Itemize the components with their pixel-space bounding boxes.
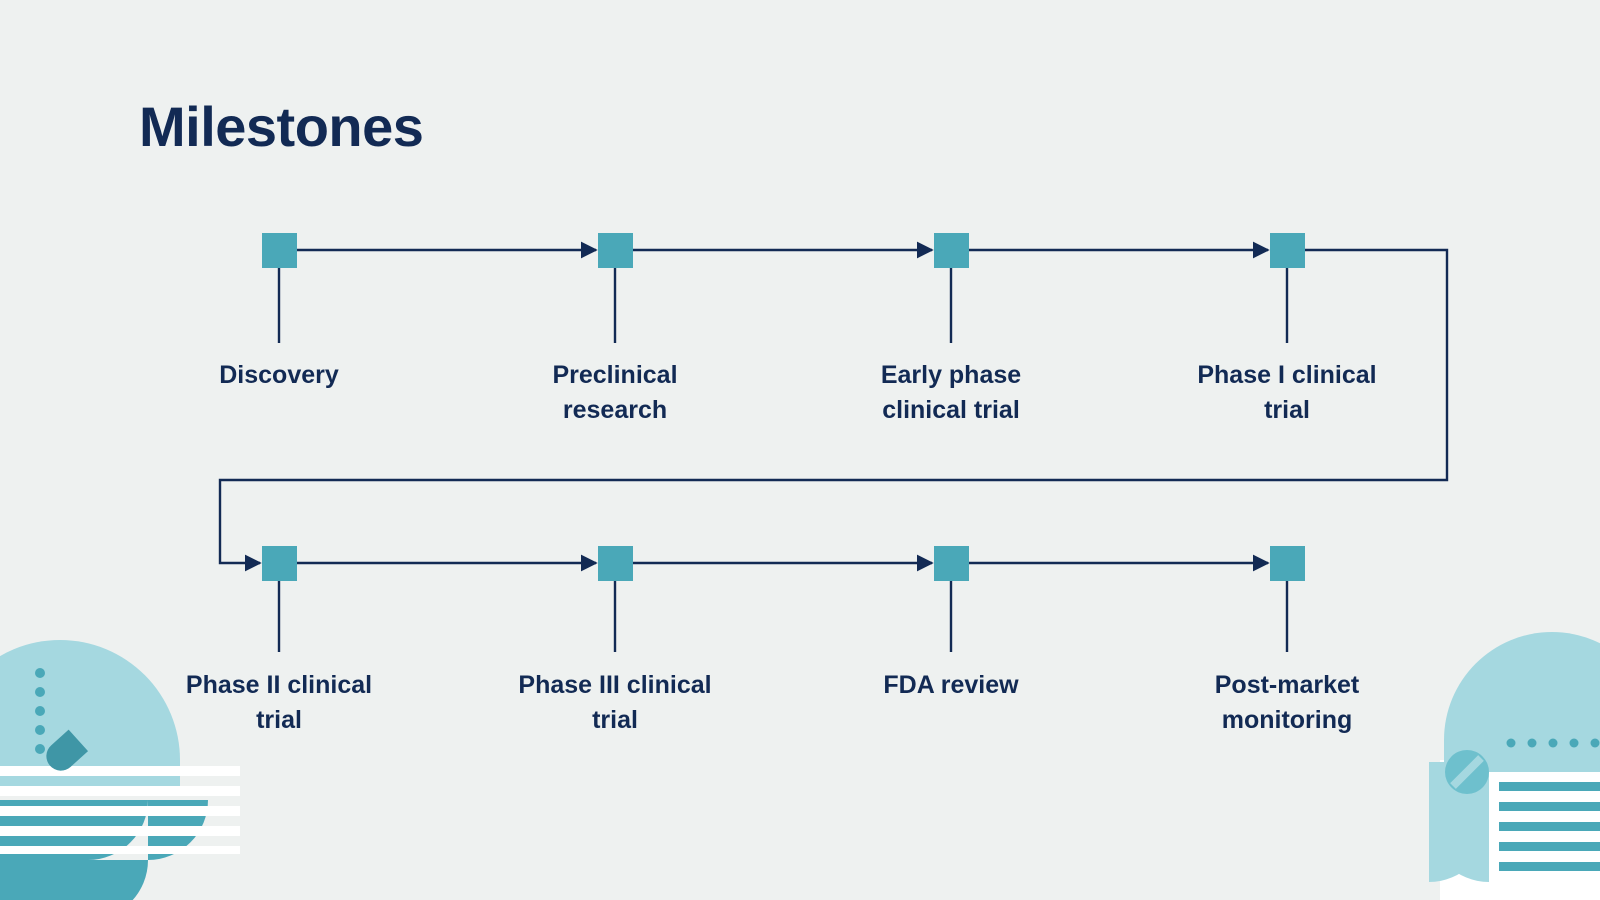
page-title: Milestones [139,95,424,158]
leaf-block-left [0,800,88,900]
stripe [0,786,240,796]
milestone-label-6: Phase III clinical trial [518,671,712,734]
dot [1569,738,1579,748]
dot [35,706,45,716]
milestone-node-1[interactable] [262,233,297,268]
stripe [1499,782,1600,791]
leaf-shape-right [1429,762,1489,882]
milestone-label-1: Discovery [219,361,339,389]
stripe [1499,802,1600,811]
leaf-shape-left-d [148,800,208,860]
stripe [0,766,240,776]
milestone-label-4: Phase I clinical trial [1197,361,1377,424]
milestone-label-3: Early phase clinical trial [880,361,1022,424]
milestone-label-8: Post-market monitoring [1214,671,1360,734]
bottom-right-decoration [1429,632,1600,900]
stripe [1499,842,1600,851]
milestone-node-6[interactable] [598,546,633,581]
milestone-label-5: Phase II clinical trial [185,671,373,734]
leaf-shape-left-a [88,800,148,860]
stripe [0,846,240,854]
milestone-node-4[interactable] [1270,233,1305,268]
dot [35,668,45,678]
stripe [1499,822,1600,831]
milestone-node-3[interactable] [934,233,969,268]
milestone-node-5[interactable] [262,546,297,581]
milestone-label-7: FDA review [883,671,1019,699]
leaf-shape-left-c [88,860,148,900]
milestone-node-2[interactable] [598,233,633,268]
dot [35,687,45,697]
dot [1506,738,1516,748]
dot [1590,738,1600,748]
milestone-label-2: Preclinical research [552,361,678,424]
milestone-node-7[interactable] [934,546,969,581]
leaf-shape-right-b [1429,822,1489,882]
stripe [1499,862,1600,871]
milestone-node-8[interactable] [1270,546,1305,581]
leaf-shape-left-b [28,800,88,860]
stripe [0,826,240,836]
white-circle [1436,716,1600,884]
white-panel [1440,760,1600,900]
dot [35,744,45,754]
dot [35,725,45,735]
capsule-pill-icon [46,710,111,771]
dome-shape [1444,632,1600,772]
dot [1527,738,1537,748]
stripe [0,806,240,816]
dot [1548,738,1558,748]
round-tablet-icon [1445,750,1489,794]
